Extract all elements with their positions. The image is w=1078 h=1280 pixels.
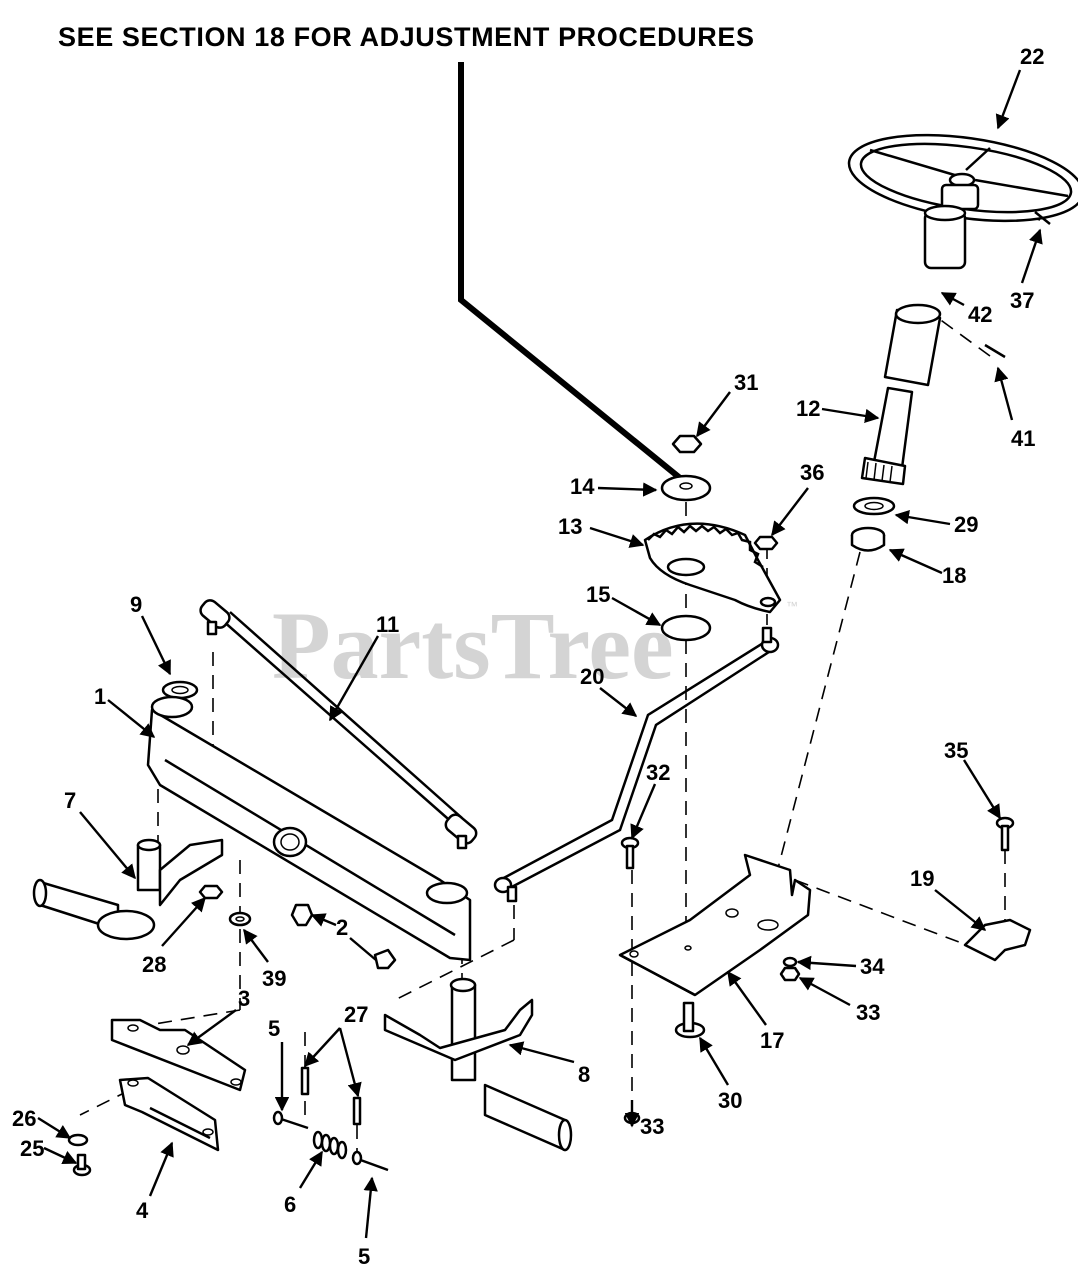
callout-7: 7: [64, 788, 76, 813]
bolt-32: [620, 836, 640, 870]
callout-1: 1: [94, 684, 106, 709]
drag-link: [493, 626, 780, 903]
tie-rod: [199, 599, 478, 850]
roll-pin-41: [984, 343, 1006, 359]
callout-19: 19: [910, 866, 934, 891]
callout-3: 3: [238, 986, 250, 1011]
callout-14: 14: [570, 474, 595, 499]
washer-14: [660, 474, 712, 502]
steering-shaft: [860, 303, 942, 486]
callout-37: 37: [1010, 288, 1034, 313]
callout-15: 15: [586, 582, 610, 607]
adjustment-pointer-line: [458, 62, 682, 481]
retaining-ring-9: [161, 680, 199, 700]
callout-34: 34: [860, 954, 885, 979]
washer-34: [782, 956, 798, 968]
callout-26: 26: [12, 1106, 36, 1131]
grease-fittings: [290, 903, 397, 970]
right-spindle: [383, 977, 573, 1152]
callout-32: 32: [646, 760, 670, 785]
callout-39: 39: [262, 966, 286, 991]
washer-29: [852, 496, 896, 516]
pin-5-lower: [351, 1150, 389, 1172]
mounting-bracket-19: [963, 918, 1032, 962]
parts-tree-watermark: PartsTree: [272, 592, 674, 699]
callout-29: 29: [954, 512, 978, 537]
hex-nut-36: [753, 535, 779, 551]
callout-30: 30: [718, 1088, 742, 1113]
nut-33-upper: [779, 966, 801, 982]
callout-5-upper: 5: [268, 1016, 280, 1041]
axle-bracket: [110, 1018, 247, 1092]
pivot-bracket: [118, 1076, 220, 1152]
callout-25: 25: [20, 1136, 44, 1161]
nut-28: [198, 884, 224, 900]
bolt-25: [72, 1153, 92, 1177]
trademark-symbol: ™: [786, 599, 798, 613]
callout-33-upper: 33: [856, 1000, 880, 1025]
callout-33-lower: 33: [640, 1114, 664, 1139]
callout-27: 27: [344, 1002, 368, 1027]
callout-6: 6: [284, 1192, 296, 1217]
bolt-35: [995, 816, 1015, 852]
callout-18: 18: [942, 563, 966, 588]
callout-36: 36: [800, 460, 824, 485]
callout-9: 9: [130, 592, 142, 617]
callout-22: 22: [1020, 44, 1044, 69]
bolt-30: [674, 1001, 706, 1039]
callout-labels: 22 37 42 31 12 41 14 36 29 13 18 9 15 11…: [12, 44, 1044, 1269]
callout-35: 35: [944, 738, 968, 763]
spring-6: [312, 1130, 348, 1160]
washer-15: [660, 614, 712, 642]
roll-pins-27: [300, 1066, 362, 1126]
callout-31: 31: [734, 370, 758, 395]
steering-adapter: [923, 204, 967, 270]
callout-42: 42: [968, 302, 992, 327]
bushing-18: [850, 526, 886, 552]
callout-5-lower: 5: [358, 1244, 370, 1269]
adjustment-note: SEE SECTION 18 FOR ADJUSTMENT PROCEDURES: [58, 22, 755, 52]
callout-4: 4: [136, 1198, 149, 1223]
front-axle: [146, 695, 472, 962]
washer-26: [67, 1133, 89, 1147]
roll-pin-37: [1034, 211, 1051, 225]
callout-8: 8: [578, 1062, 590, 1087]
callout-12: 12: [796, 396, 820, 421]
callout-2: 2: [336, 915, 348, 940]
steering-sector-gear: [643, 522, 782, 614]
washer-39: [228, 911, 252, 927]
pin-5-upper: [272, 1110, 309, 1130]
callout-11: 11: [376, 612, 399, 637]
steering-mount-plate: [618, 853, 812, 997]
callout-17: 17: [760, 1028, 784, 1053]
callout-20: 20: [580, 664, 604, 689]
hex-nut-31: [671, 434, 703, 454]
callout-41: 41: [1011, 426, 1035, 451]
callout-28: 28: [142, 952, 166, 977]
callout-13: 13: [558, 514, 582, 539]
leader-arrows: [37, 69, 1043, 1239]
left-spindle: [32, 838, 224, 941]
